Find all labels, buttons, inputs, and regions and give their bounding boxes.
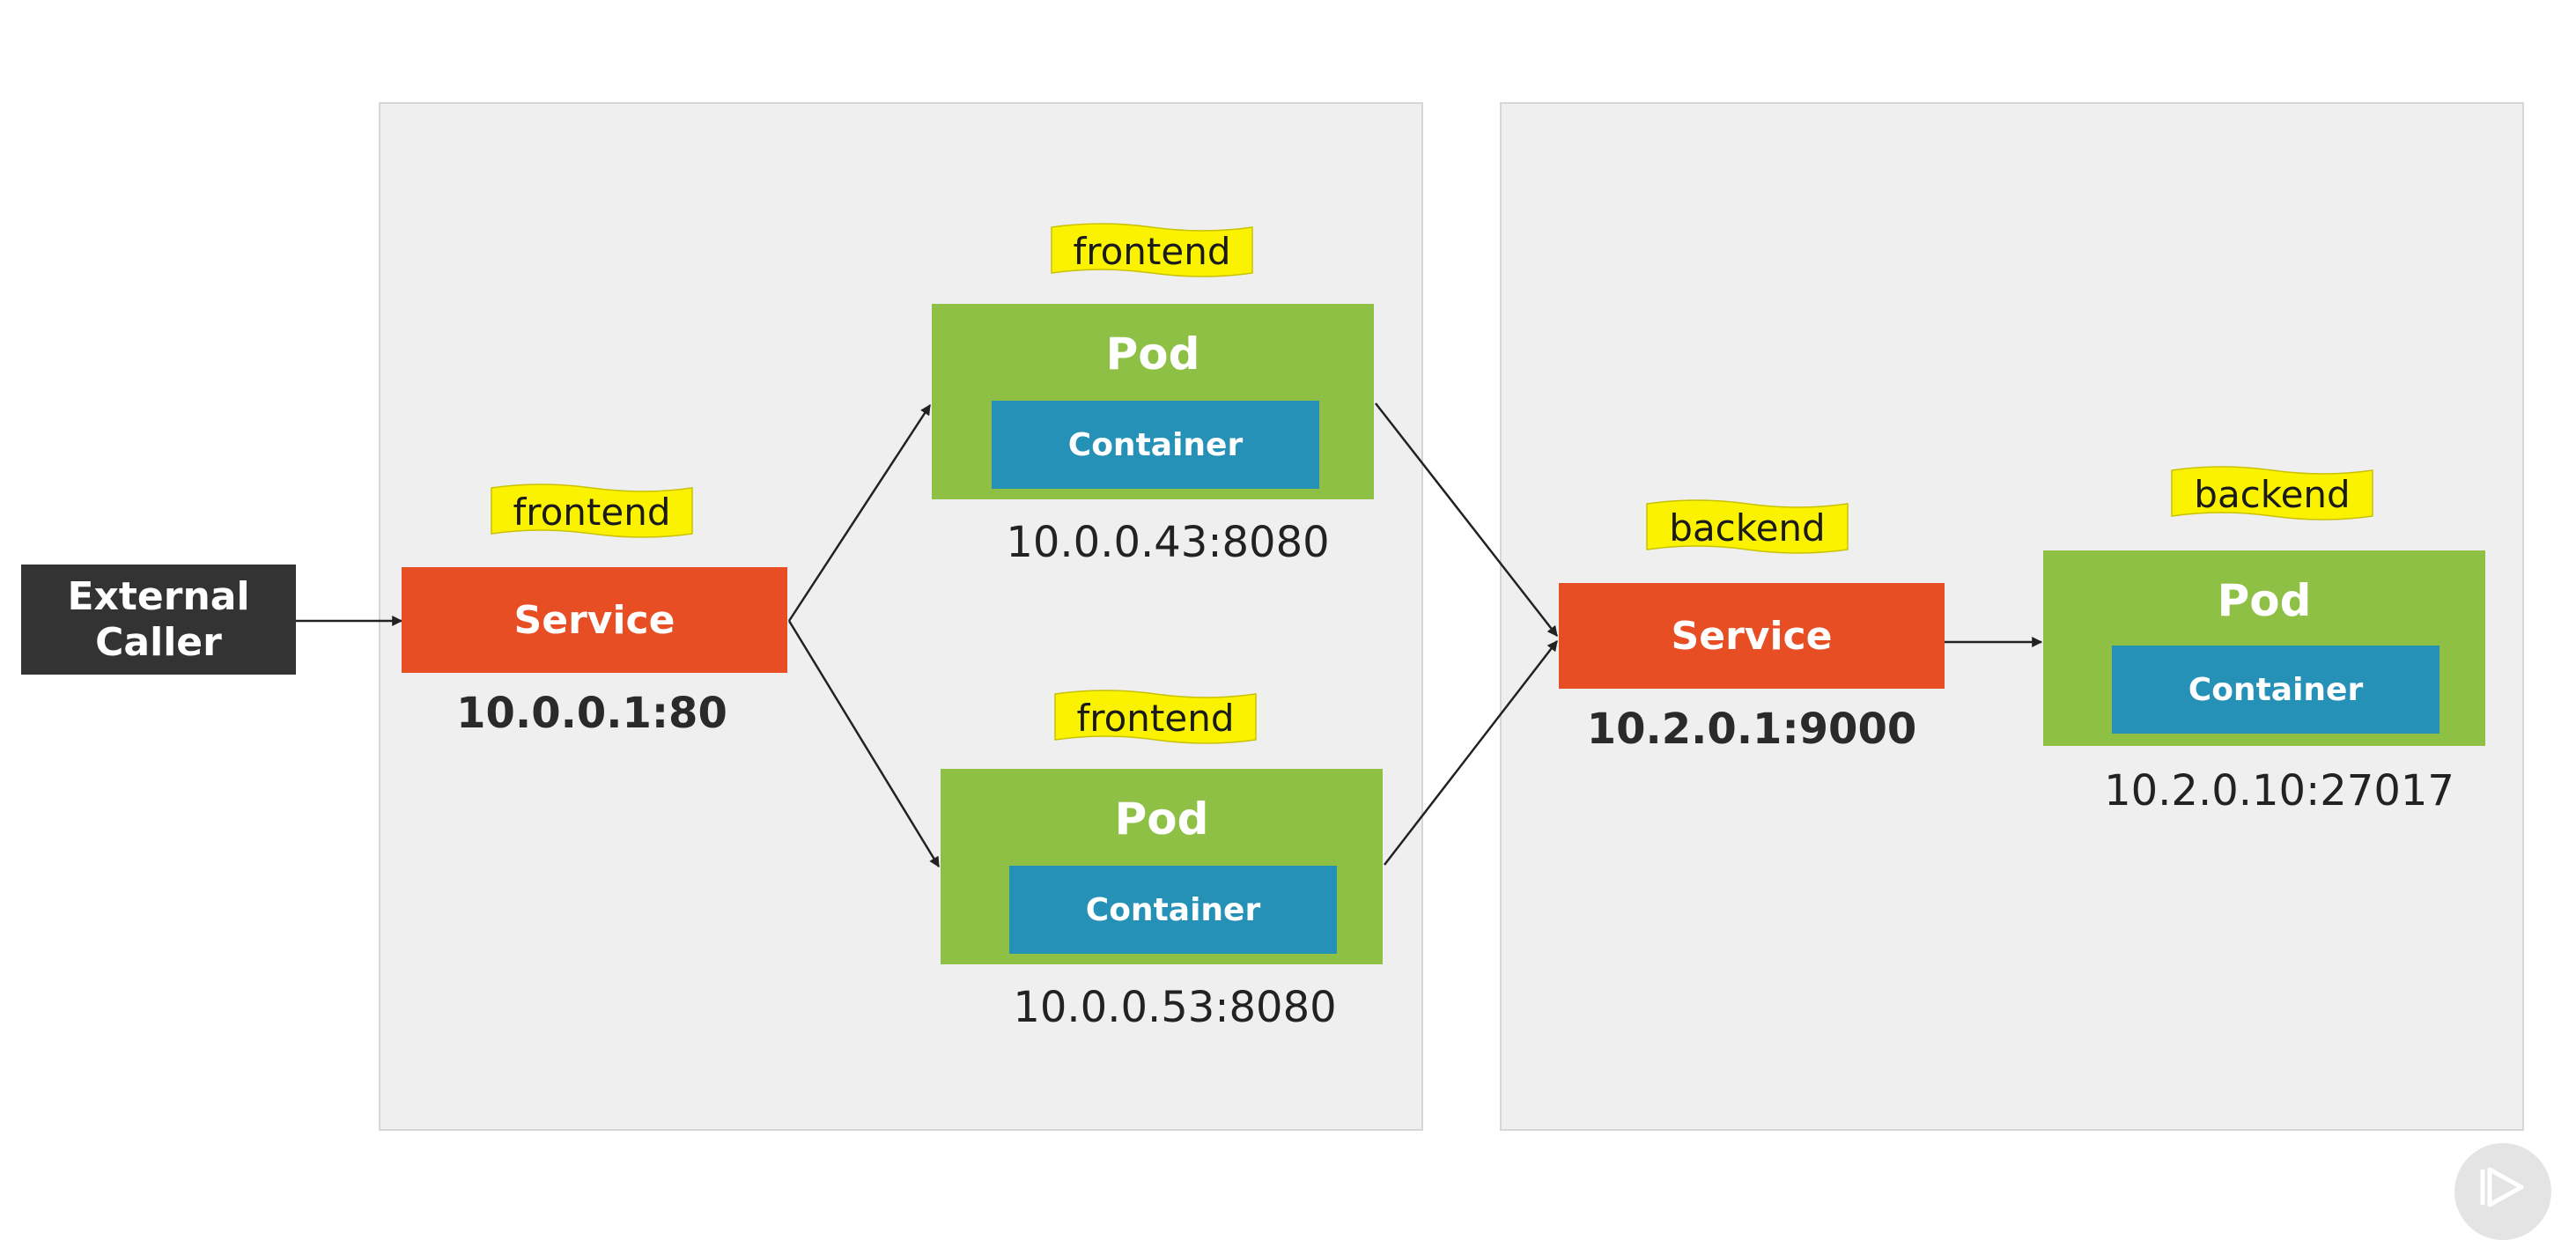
frontend-pod-1-title: Pod bbox=[1105, 328, 1200, 380]
external-caller-line1: External bbox=[67, 573, 250, 619]
arrow-pod-1-to-backend-service bbox=[1375, 402, 1558, 637]
frontend-pod-1: Pod Container bbox=[932, 304, 1374, 499]
frontend-pod-2: Pod Container bbox=[941, 769, 1383, 964]
frontend-service-label-text: frontend bbox=[513, 490, 671, 534]
external-caller: External Caller bbox=[21, 565, 296, 675]
frontend-pod-1-address: 10.0.0.43:8080 bbox=[1006, 518, 1330, 567]
backend-service: Service bbox=[1559, 583, 1945, 689]
arrow-service-to-pod-1 bbox=[787, 403, 932, 622]
backend-pod-label: backend bbox=[2170, 465, 2374, 523]
backend-service-label-text: backend bbox=[1669, 506, 1826, 550]
frontend-pod-1-container: Container bbox=[992, 401, 1319, 489]
frontend-pod-2-title: Pod bbox=[1114, 793, 1209, 845]
backend-pod-label-text: backend bbox=[2194, 472, 2351, 516]
frontend-pod-2-label: frontend bbox=[1053, 689, 1258, 747]
external-caller-line2: Caller bbox=[95, 619, 222, 665]
backend-service-title: Service bbox=[1671, 613, 1833, 659]
backend-pod-title: Pod bbox=[2217, 575, 2312, 626]
connector-arrows bbox=[296, 402, 2043, 868]
backend-pod-address: 10.2.0.10:27017 bbox=[2104, 766, 2454, 816]
play-button[interactable] bbox=[2454, 1143, 2551, 1240]
frontend-service-label: frontend bbox=[490, 483, 694, 541]
frontend-pod-2-label-text: frontend bbox=[1076, 696, 1235, 740]
arrow-service-to-pod-2 bbox=[787, 620, 941, 868]
backend-service-address: 10.2.0.1:9000 bbox=[1586, 705, 1917, 754]
frontend-service: Service bbox=[402, 567, 787, 673]
frontend-pod-1-label: frontend bbox=[1050, 222, 1254, 280]
frontend-service-title: Service bbox=[513, 597, 675, 643]
frontend-pod-2-address: 10.0.0.53:8080 bbox=[1013, 983, 1337, 1032]
arrow-pod-2-to-backend-service bbox=[1384, 640, 1558, 866]
backend-service-label: backend bbox=[1645, 498, 1849, 557]
frontend-pod-1-label-text: frontend bbox=[1073, 229, 1231, 273]
frontend-service-address: 10.0.0.1:80 bbox=[456, 689, 727, 738]
backend-pod: Pod Container bbox=[2043, 550, 2485, 746]
play-icon bbox=[2480, 1167, 2524, 1207]
backend-pod-container: Container bbox=[2112, 646, 2439, 734]
frontend-pod-2-container: Container bbox=[1009, 866, 1337, 954]
